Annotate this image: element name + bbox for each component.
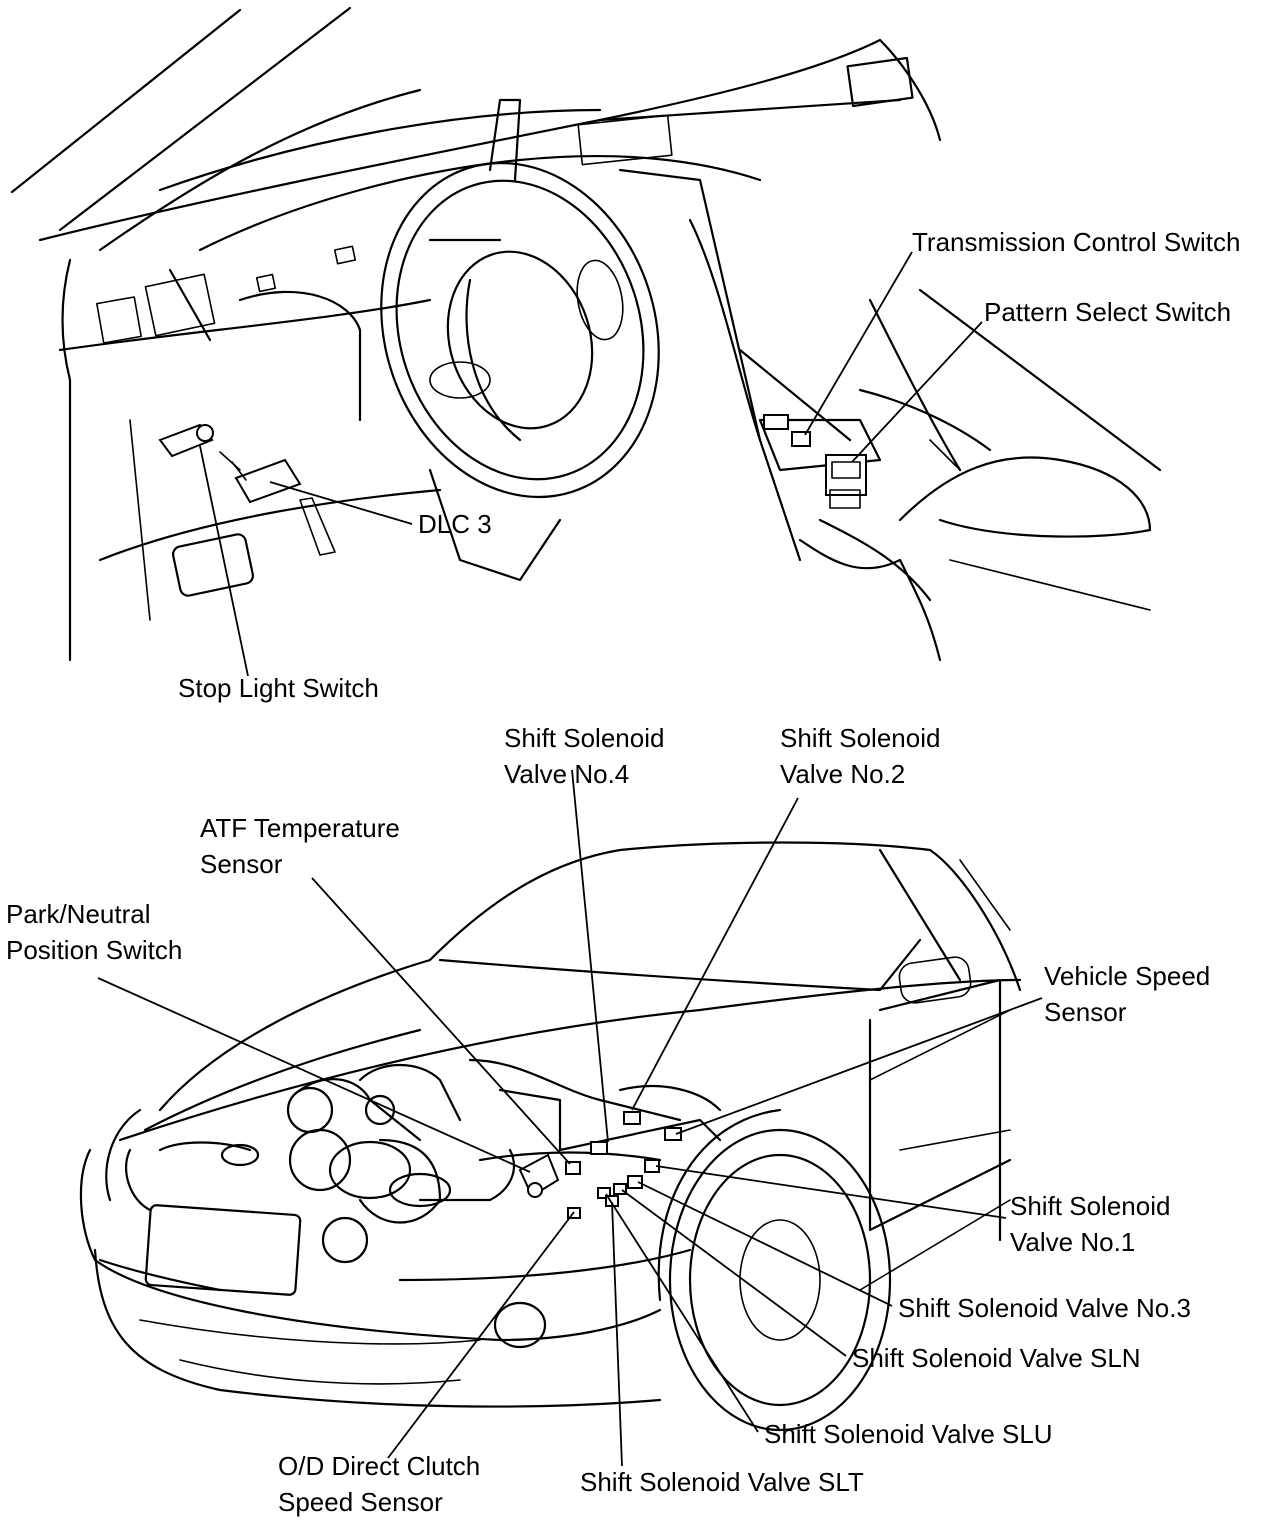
vehicle-speed-sensor-part	[664, 1127, 682, 1141]
label-shift-solenoid-valve-no1: Shift Solenoid Valve No.1	[1010, 1191, 1171, 1257]
label-od-direct-clutch-speed-sensor: O/D Direct Clutch Speed Sensor	[278, 1451, 481, 1517]
leader-shift-solenoid-valve-no1	[655, 1165, 1007, 1219]
label-park-neutral-position-switch: Park/Neutral Position Switch	[6, 899, 183, 965]
label-transmission-control-switch: Transmission Control Switch	[912, 227, 1241, 257]
dlc3-connector-part	[234, 458, 302, 504]
leader-shift-solenoid-valve-sln	[621, 1189, 847, 1357]
shift-solenoid-valve-no4-part	[590, 1141, 608, 1155]
leader-od-direct-clutch-speed-sensor	[387, 1211, 575, 1459]
label-atf-temperature-sensor: ATF Temperature Sensor	[200, 813, 400, 879]
label-shift-solenoid-valve-no3: Shift Solenoid Valve No.3	[898, 1293, 1191, 1323]
shift-solenoid-valve-no3-part	[627, 1175, 643, 1189]
label-shift-solenoid-valve-slu: Shift Solenoid Valve SLU	[764, 1419, 1053, 1449]
leader-shift-solenoid-valve-no2	[631, 797, 799, 1111]
bottom-leader-lines	[97, 769, 1043, 1467]
leader-pattern-select-switch	[851, 321, 983, 463]
label-stop-light-switch: Stop Light Switch	[178, 673, 379, 703]
label-shift-solenoid-valve-no4: Shift Solenoid Valve No.4	[504, 723, 665, 789]
label-shift-solenoid-valve-sln: Shift Solenoid Valve SLN	[852, 1343, 1141, 1373]
leader-shift-solenoid-valve-no3	[637, 1181, 893, 1307]
shift-solenoid-valve-sln-part	[613, 1183, 627, 1195]
label-shift-solenoid-valve-slt: Shift Solenoid Valve SLT	[580, 1467, 864, 1497]
label-shift-solenoid-valve-no2: Shift Solenoid Valve No.2	[780, 723, 941, 789]
leader-shift-solenoid-valve-no4	[571, 769, 609, 1143]
car-illustration	[79, 841, 1022, 1432]
dashboard-illustration	[10, 6, 1162, 662]
transmission-control-switch-part	[763, 414, 789, 430]
label-pattern-select-switch: Pattern Select Switch	[984, 297, 1232, 327]
label-vehicle-speed-sensor: Vehicle Speed Sensor	[1044, 961, 1211, 1027]
leader-transmission-control-switch	[804, 251, 913, 436]
leader-shift-solenoid-valve-slt	[611, 1201, 623, 1467]
leader-atf-temperature-sensor	[311, 877, 571, 1165]
shift-solenoid-valve-no2-part	[623, 1111, 641, 1125]
leader-park-neutral-position-switch	[97, 977, 531, 1173]
leader-shift-solenoid-valve-slu	[605, 1193, 759, 1433]
top-leader-lines	[199, 251, 983, 677]
label-dlc3: DLC 3	[418, 509, 492, 539]
shift-solenoid-valve-slu-part	[597, 1187, 611, 1199]
atf-temperature-sensor-part	[565, 1161, 581, 1175]
leader-dlc3	[269, 481, 413, 525]
leader-vehicle-speed-sensor	[675, 997, 1043, 1135]
leader-stop-light-switch	[199, 445, 249, 677]
